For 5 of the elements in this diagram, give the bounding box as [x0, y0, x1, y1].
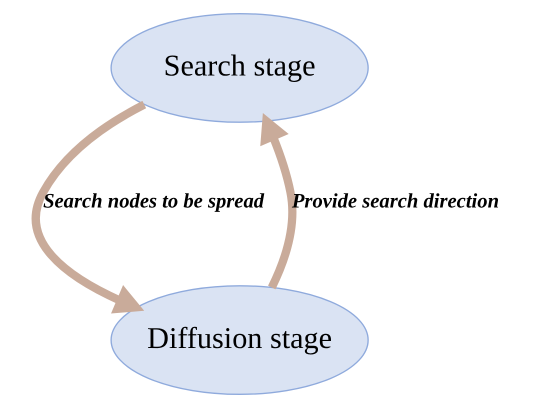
- arrow: [260, 113, 296, 290]
- node-ellipse: Search stage: [110, 12, 368, 123]
- edge-label: Provide search direction: [291, 190, 499, 212]
- edge-label: Search nodes to be spread: [42, 190, 264, 212]
- arrow: [31, 100, 146, 314]
